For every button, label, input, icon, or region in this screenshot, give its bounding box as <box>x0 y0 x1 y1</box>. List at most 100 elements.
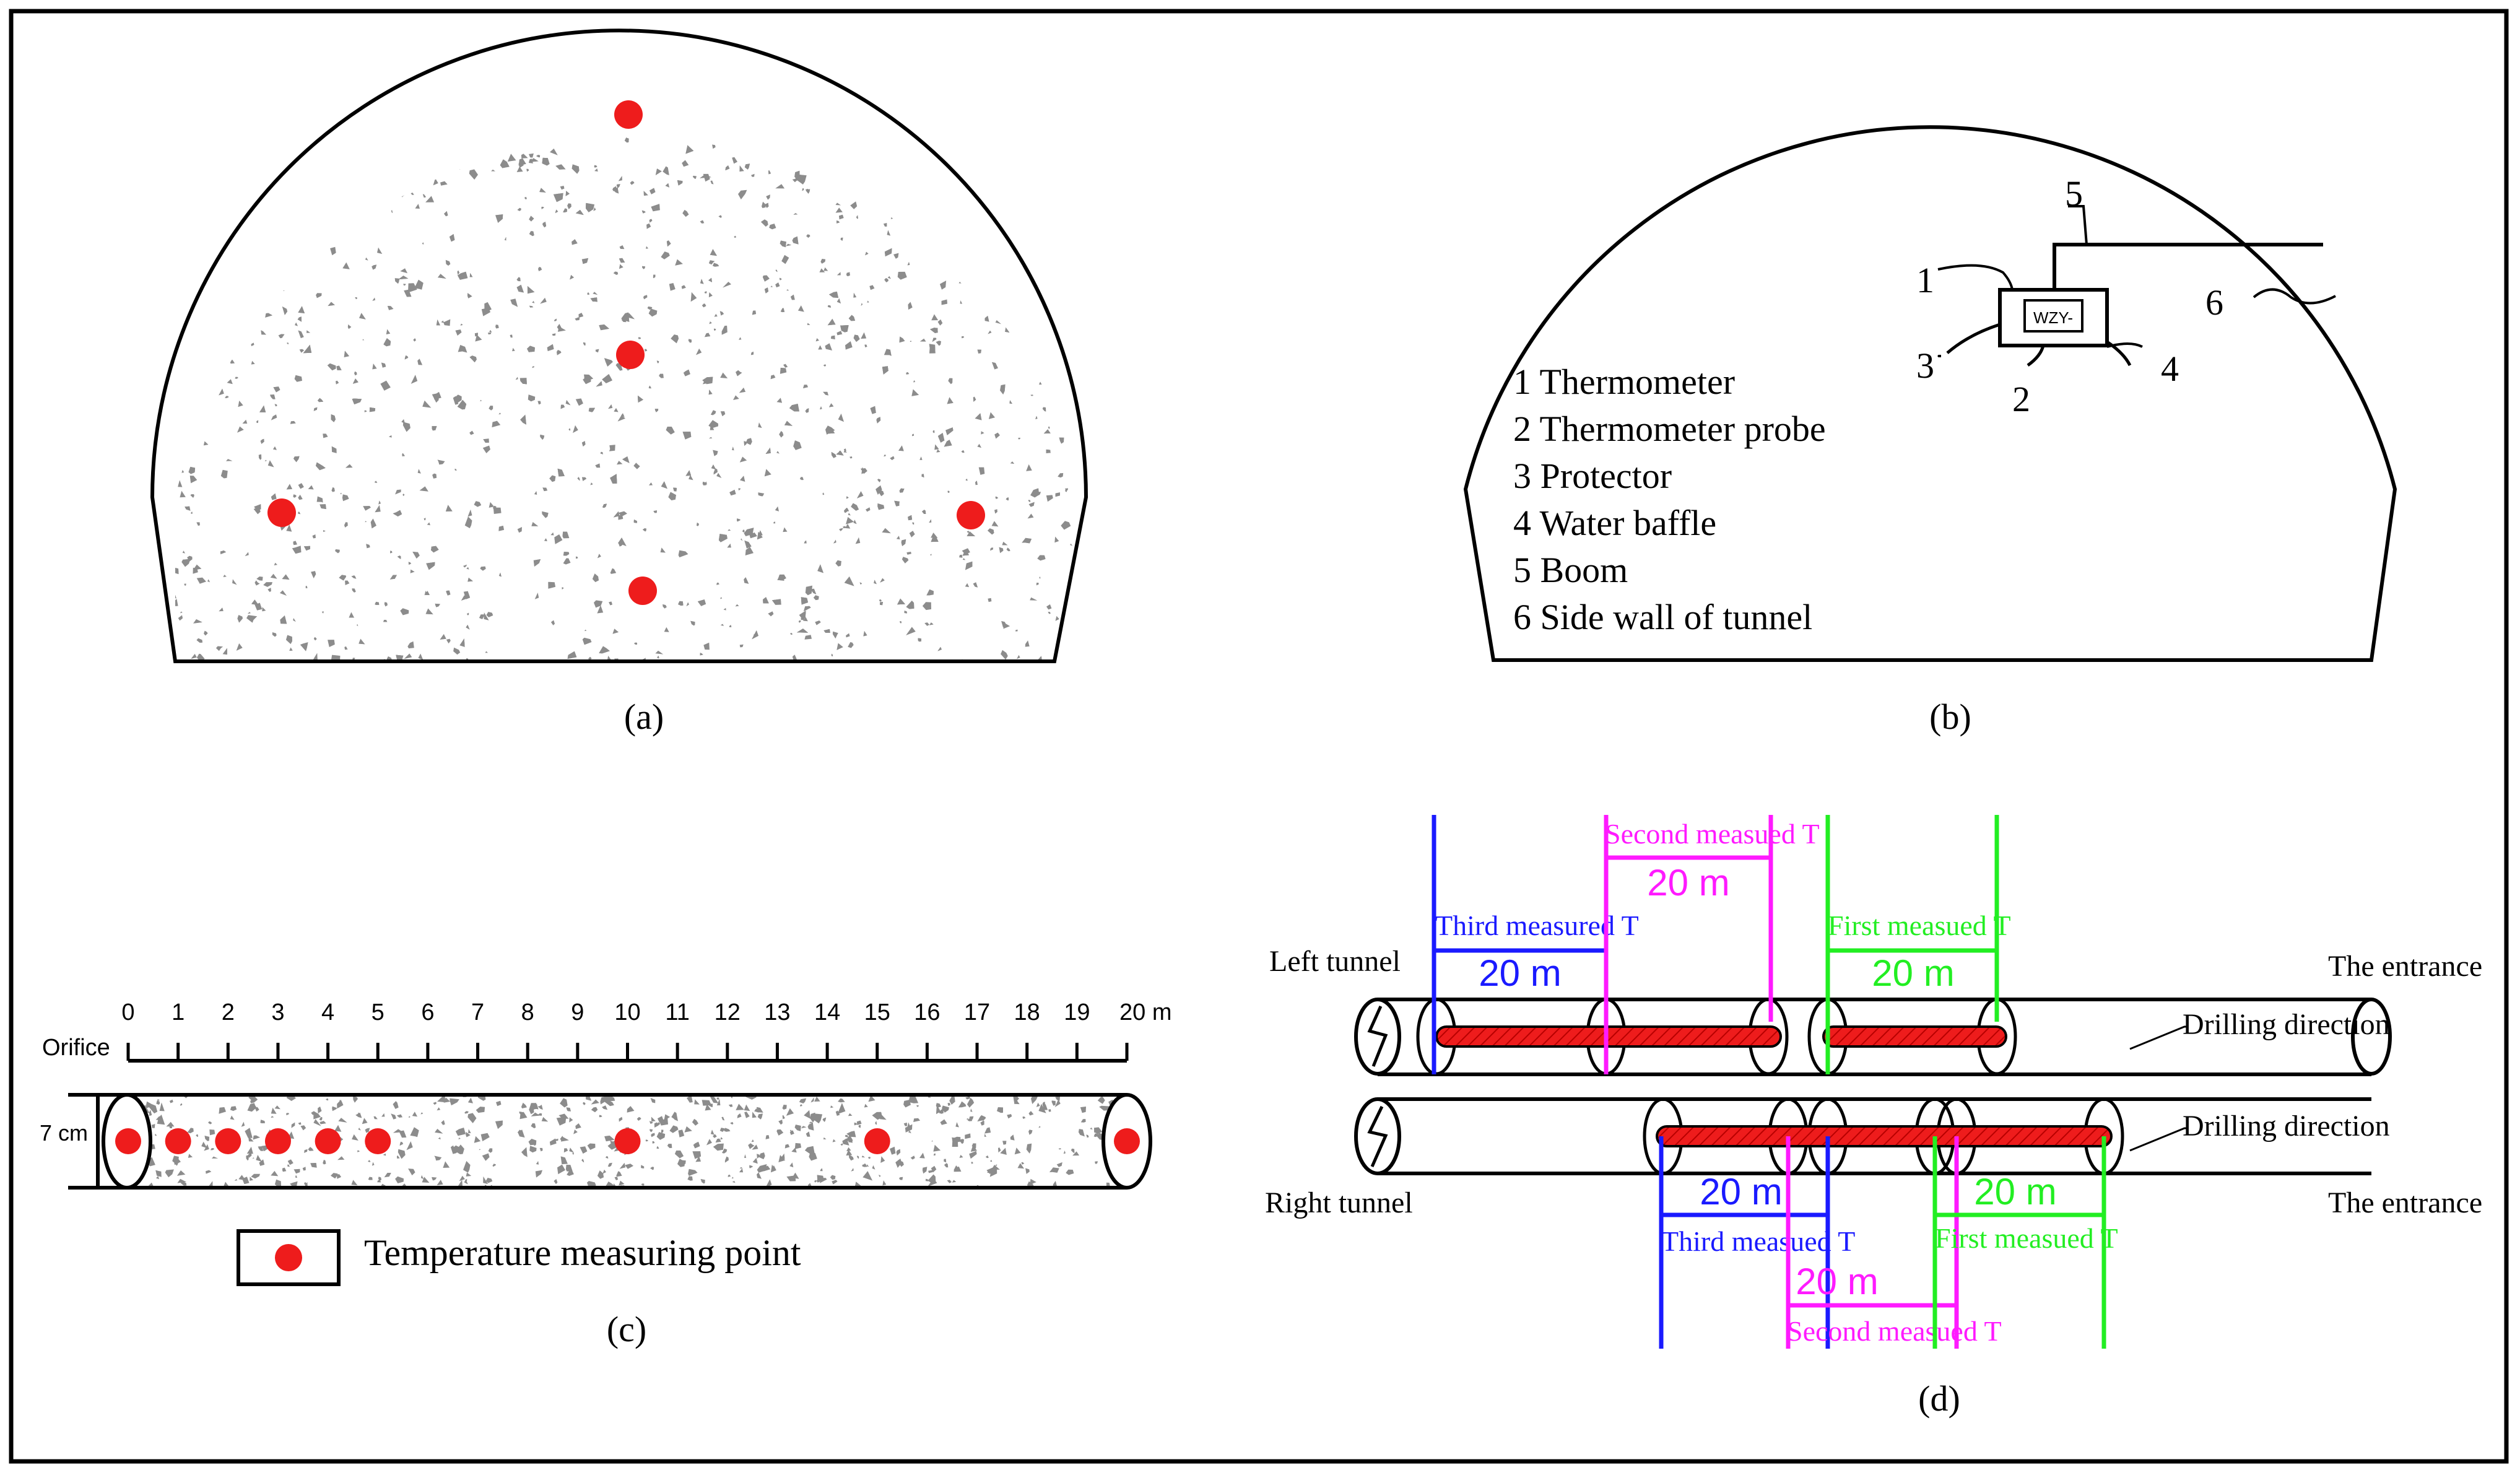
aggregate-speck <box>708 260 715 265</box>
aggregate-speck <box>1003 76 1012 85</box>
aggregate-speck <box>167 146 169 152</box>
aggregate-speck <box>653 274 656 279</box>
aggregate-speck <box>437 77 440 80</box>
aggregate-speck <box>263 582 272 587</box>
aggregate-speck <box>1014 1099 1020 1105</box>
aggregate-speck <box>155 465 157 467</box>
aggregate-speck <box>895 1159 902 1168</box>
aggregate-speck <box>369 407 376 412</box>
aggregate-speck <box>687 1095 693 1103</box>
aggregate-speck <box>464 1111 469 1114</box>
aggregate-speck <box>241 288 245 292</box>
aggregate-speck <box>211 302 214 305</box>
aggregate-speck <box>267 115 274 121</box>
aggregate-speck <box>310 245 316 251</box>
aggregate-speck <box>279 241 288 250</box>
aggregate-speck <box>235 193 238 197</box>
aggregate-speck <box>996 1164 997 1167</box>
aggregate-speck <box>1041 261 1045 264</box>
aggregate-speck <box>894 500 900 507</box>
aggregate-speck <box>436 30 440 33</box>
aggregate-speck <box>1027 76 1033 84</box>
aggregate-speck <box>321 611 324 614</box>
aggregate-speck <box>1028 500 1031 502</box>
aggregate-speck <box>432 473 437 479</box>
aggregate-speck <box>251 342 254 346</box>
aggregate-speck <box>245 552 249 557</box>
aggregate-speck <box>167 146 169 152</box>
aggregate-speck <box>286 524 292 532</box>
aggregate-speck <box>576 556 578 559</box>
aggregate-speck <box>1000 384 1006 394</box>
aggregate-speck <box>393 510 402 516</box>
aggregate-speck <box>576 317 580 321</box>
aggregate-speck <box>701 126 708 134</box>
aggregate-speck <box>303 344 312 354</box>
aggregate-speck <box>998 1147 1001 1153</box>
aggregate-speck <box>953 190 959 196</box>
aggregate-speck <box>734 235 737 238</box>
aggregate-speck <box>733 27 744 36</box>
aggregate-speck <box>344 522 348 528</box>
aggregate-speck <box>830 155 835 158</box>
aggregate-speck <box>158 172 160 174</box>
aggregate-speck <box>757 1154 760 1159</box>
aggregate-speck <box>352 588 356 593</box>
aggregate-speck <box>550 532 554 536</box>
aggregate-speck <box>733 27 744 36</box>
aggregate-speck <box>981 149 988 156</box>
aggregate-speck <box>274 1105 280 1110</box>
aggregate-speck <box>293 1168 300 1174</box>
aggregate-speck <box>678 601 684 606</box>
aggregate-speck <box>918 638 921 642</box>
aggregate-speck <box>569 1147 575 1153</box>
aggregate-speck <box>352 398 362 404</box>
aggregate-speck <box>877 479 881 482</box>
aggregate-speck <box>1077 96 1079 98</box>
aggregate-speck <box>1002 1141 1007 1145</box>
aggregate-speck <box>369 188 379 195</box>
right-second-label: Second measued T <box>1787 1315 2002 1347</box>
aggregate-speck <box>496 80 502 85</box>
aggregate-speck <box>1058 142 1064 150</box>
aggregate-speck <box>919 1152 925 1159</box>
aggregate-speck <box>399 187 409 198</box>
left-tunnel-face <box>1354 998 1401 1076</box>
aggregate-speck <box>1071 1148 1075 1153</box>
aggregate-speck <box>1067 663 1071 668</box>
aggregate-speck <box>404 289 412 297</box>
aggregate-speck <box>416 159 422 165</box>
aggregate-speck <box>489 406 493 411</box>
aggregate-speck <box>912 522 915 525</box>
aggregate-speck <box>560 93 562 95</box>
aggregate-speck <box>170 459 173 462</box>
aggregate-speck <box>534 491 537 495</box>
aggregate-speck <box>484 56 490 62</box>
aggregate-speck <box>806 189 810 194</box>
aggregate-speck <box>536 103 541 108</box>
aggregate-speck <box>466 139 471 142</box>
aggregate-speck <box>931 533 938 538</box>
aggregate-speck <box>664 627 669 632</box>
aggregate-speck <box>516 277 521 282</box>
aggregate-speck <box>298 220 305 228</box>
aggregate-speck <box>719 1128 726 1132</box>
aggregate-speck <box>168 381 173 386</box>
aggregate-speck <box>1035 328 1041 336</box>
aggregate-speck <box>177 245 185 256</box>
aggregate-speck <box>177 245 185 256</box>
aggregate-speck <box>536 1161 539 1165</box>
aggregate-speck <box>981 162 987 167</box>
aggregate-speck <box>814 1180 817 1183</box>
aggregate-speck <box>268 116 274 120</box>
aggregate-speck <box>1096 1133 1103 1140</box>
aggregate-speck <box>362 159 369 165</box>
aggregate-speck <box>243 179 248 184</box>
aggregate-speck <box>419 486 428 492</box>
aggregate-speck <box>830 1175 836 1180</box>
aggregate-speck <box>402 494 405 497</box>
aggregate-speck <box>538 1113 542 1116</box>
aggregate-speck <box>602 46 606 51</box>
aggregate-speck <box>604 358 613 367</box>
aggregate-speck <box>169 66 175 73</box>
